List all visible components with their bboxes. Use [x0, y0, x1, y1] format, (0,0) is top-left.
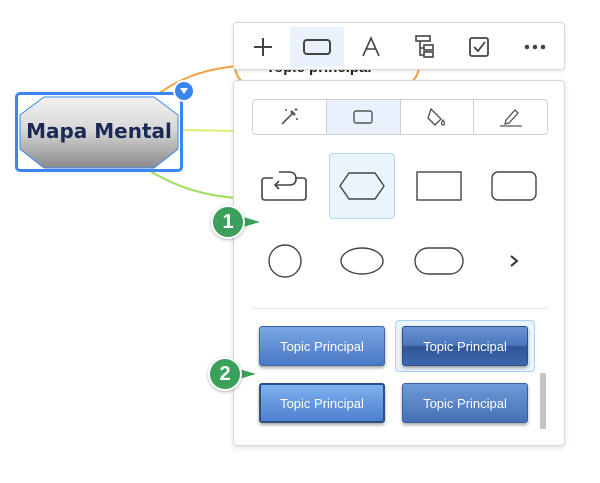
style-preset-label: Topic Principal — [423, 338, 507, 354]
hexagon-shape — [19, 96, 179, 169]
badge-1-pointer — [240, 216, 260, 228]
style-preset-label: Topic Principal — [280, 338, 364, 354]
panel-segment-tabs — [252, 99, 548, 135]
shape-loop[interactable] — [252, 153, 318, 219]
step-badge-1: 1 — [211, 205, 245, 239]
style-preset-4[interactable]: Topic Principal — [402, 383, 528, 423]
plus-icon — [254, 38, 272, 56]
shape-rectangle[interactable] — [406, 153, 472, 219]
style-preset-label: Topic Principal — [423, 395, 507, 411]
central-topic[interactable]: Mapa Mental — [15, 92, 183, 172]
rectangle-icon — [303, 39, 331, 55]
panel-divider — [252, 308, 548, 309]
shape-rounded-rectangle[interactable] — [481, 153, 547, 219]
style-list-scrollbar[interactable] — [540, 373, 546, 429]
rounded-rectangle-shape-icon — [491, 171, 537, 201]
text-button[interactable] — [344, 27, 398, 67]
step-badge-2: 2 — [208, 357, 242, 391]
loop-shape-icon — [261, 171, 307, 201]
shape-hexagon[interactable] — [329, 153, 395, 219]
letter-a-icon — [362, 36, 380, 57]
magic-wand-icon — [281, 108, 299, 125]
shape-panel: Topic Principal Topic Principal Topic Pr… — [233, 80, 565, 446]
central-topic-label: Mapa Mental — [26, 119, 172, 143]
paint-bucket-icon — [427, 107, 445, 126]
task-button[interactable] — [452, 27, 506, 67]
tree-structure-icon — [415, 35, 434, 58]
more-shapes-button[interactable] — [481, 228, 547, 294]
checkbox-icon — [469, 37, 489, 57]
hexagon-shape-icon — [339, 172, 385, 200]
pill-shape-icon — [414, 247, 464, 275]
ellipse-shape-icon — [340, 247, 384, 275]
tab-fill[interactable] — [401, 100, 475, 134]
rectangle-icon — [353, 110, 373, 124]
shape-ellipse[interactable] — [329, 228, 395, 294]
shape-button[interactable] — [290, 27, 344, 67]
style-preset-2[interactable]: Topic Principal — [402, 326, 528, 366]
shape-pill[interactable] — [406, 228, 472, 294]
style-preset-label: Topic Principal — [280, 395, 364, 411]
more-button[interactable] — [508, 27, 562, 67]
collapse-toggle[interactable] — [173, 80, 195, 102]
triangle-down-icon — [180, 88, 188, 94]
circle-shape-icon — [268, 244, 302, 278]
tab-line[interactable] — [474, 100, 547, 134]
pencil-icon — [499, 109, 522, 127]
structure-button[interactable] — [398, 27, 452, 67]
style-preset-1[interactable]: Topic Principal — [259, 326, 385, 366]
tab-shape[interactable] — [326, 100, 401, 134]
tab-style[interactable] — [253, 100, 327, 134]
rectangle-shape-icon — [416, 171, 462, 201]
chevron-right-icon — [510, 255, 519, 267]
style-preset-3[interactable]: Topic Principal — [259, 383, 385, 423]
add-button[interactable] — [236, 27, 290, 67]
shape-circle[interactable] — [252, 228, 318, 294]
toolbar — [233, 22, 565, 70]
more-dots-icon — [524, 44, 546, 50]
